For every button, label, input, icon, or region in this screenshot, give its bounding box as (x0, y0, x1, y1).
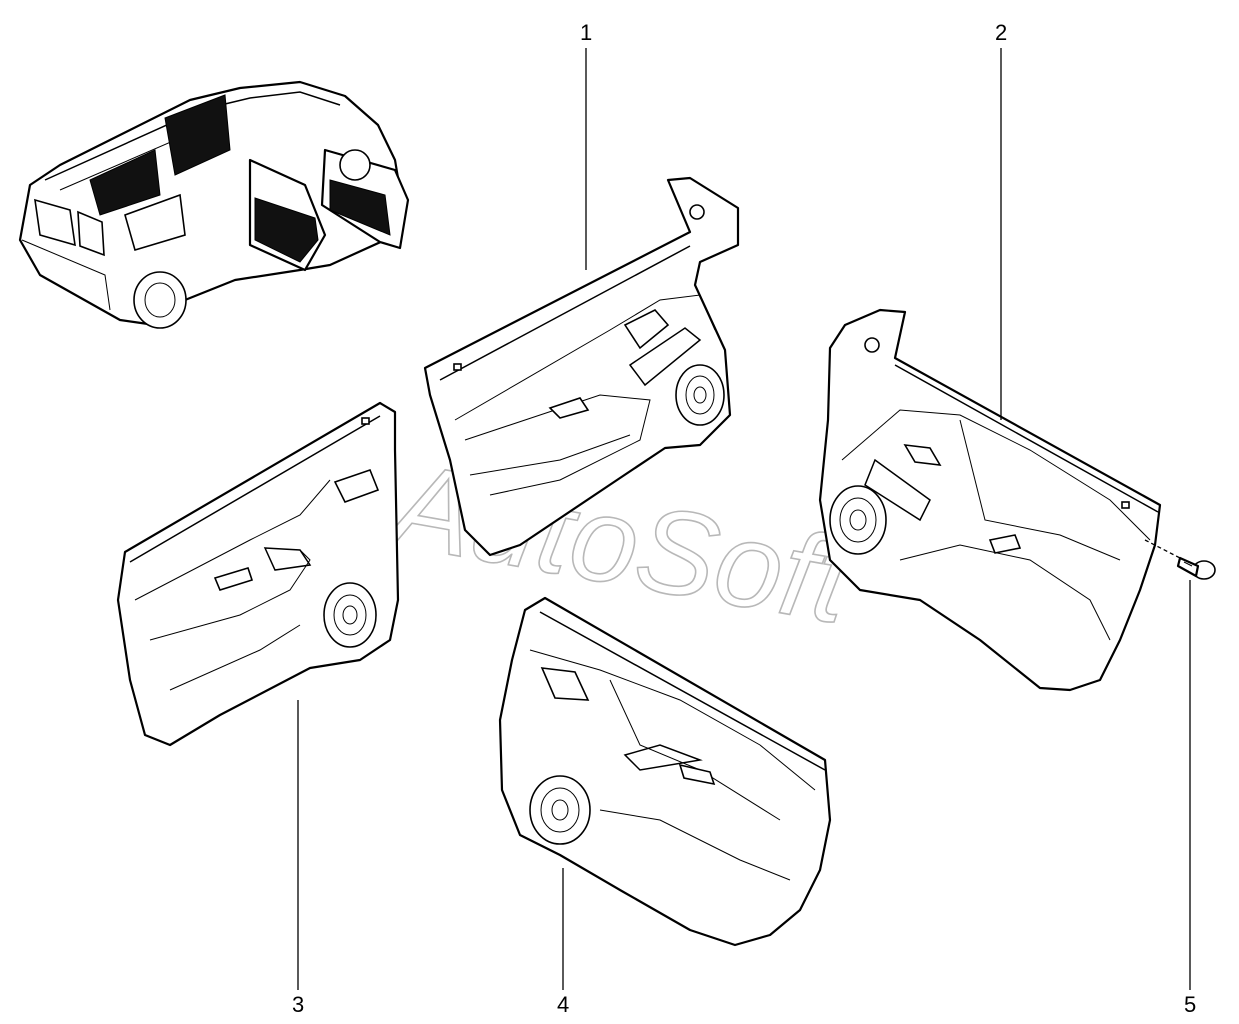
part-2-door-trim-panel (818, 308, 1162, 692)
part-5-fastener-clip (1176, 556, 1216, 580)
callout-4: 4 (557, 992, 569, 1017)
part-1-door-trim-panel (423, 176, 740, 557)
part-4-door-trim-panel (498, 596, 832, 947)
callout-3: 3 (292, 992, 304, 1017)
vehicle-locator-illustration (18, 80, 410, 329)
callout-2: 2 (995, 20, 1007, 45)
callout-5: 5 (1184, 992, 1196, 1017)
callout-1: 1 (580, 20, 592, 45)
part-3-door-trim-panel (116, 401, 400, 747)
